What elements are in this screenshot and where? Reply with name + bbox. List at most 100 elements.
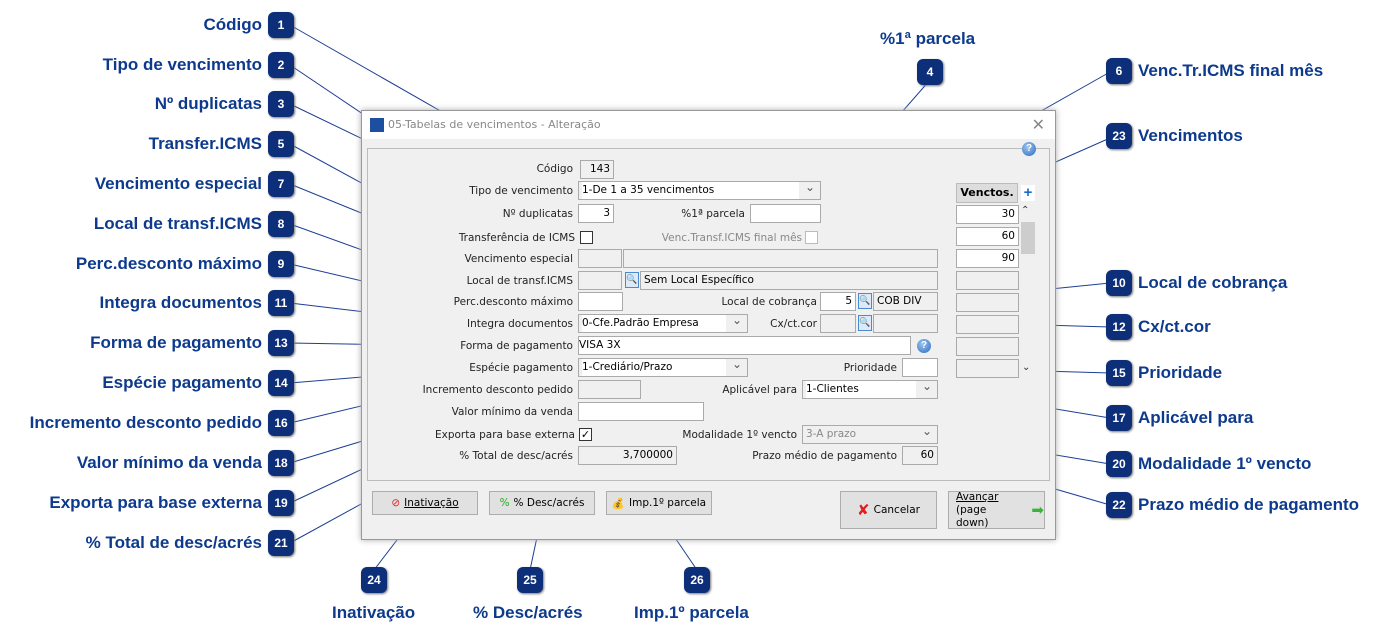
callout-badge: 5 bbox=[268, 131, 294, 157]
vencto-cell[interactable] bbox=[956, 315, 1019, 334]
callout-label: Aplicável para bbox=[1138, 408, 1254, 427]
transf-icms-checkbox[interactable] bbox=[580, 231, 593, 244]
search-icon[interactable]: 🔍 bbox=[625, 272, 639, 288]
cxct-code[interactable] bbox=[820, 314, 856, 333]
close-icon[interactable]: ✕ bbox=[1031, 115, 1045, 134]
callout-badge: 25 bbox=[517, 567, 543, 593]
duplicatas-label: Nº duplicatas bbox=[502, 208, 573, 220]
aplicavel-select[interactable]: 1-Clientes bbox=[802, 380, 938, 399]
integra-label: Integra documentos bbox=[467, 318, 573, 330]
exporta-label: Exporta para base externa bbox=[435, 429, 575, 441]
vencto-cell[interactable] bbox=[956, 271, 1019, 290]
callout-label: Integra documentos bbox=[99, 293, 262, 312]
callout-label: Local de transf.ICMS bbox=[93, 214, 262, 233]
search-icon[interactable]: 🔍 bbox=[858, 315, 872, 331]
vencto-cell[interactable]: 90 bbox=[956, 249, 1019, 268]
tipo-select[interactable]: 1-De 1 a 35 vencimentos bbox=[578, 181, 821, 200]
callout-label: Valor mínimo da venda bbox=[76, 453, 262, 472]
scroll-down-icon[interactable]: ⌄ bbox=[1022, 362, 1031, 373]
callout-badge: 7 bbox=[268, 171, 294, 197]
callout-badge: 8 bbox=[268, 211, 294, 237]
venctos-header: Venctos. bbox=[956, 183, 1018, 203]
callout-label: Cx/ct.cor bbox=[1138, 317, 1211, 336]
arrow-right-icon: ➡ bbox=[1031, 501, 1044, 519]
help-icon[interactable]: ? bbox=[917, 339, 931, 353]
integra-select[interactable]: 0-Cfe.Padrão Empresa bbox=[578, 314, 748, 333]
vencto-cell[interactable] bbox=[956, 293, 1019, 312]
callout-label: Venc.Tr.ICMS final mês bbox=[1138, 61, 1324, 80]
especie-select[interactable]: 1-Crediário/Prazo bbox=[578, 358, 748, 377]
tipo-label: Tipo de vencimento bbox=[469, 185, 573, 197]
scrollbar-thumb[interactable] bbox=[1021, 222, 1035, 254]
callout-label: % Total de desc/acrés bbox=[85, 533, 262, 552]
total-desc-label: % Total de desc/acrés bbox=[459, 450, 573, 462]
callout-badge: 10 bbox=[1106, 270, 1132, 296]
forma-input[interactable]: VISA 3X bbox=[578, 336, 911, 355]
venc-especial-code bbox=[578, 249, 622, 268]
callout-label: Transfer.ICMS bbox=[148, 134, 262, 153]
callout-badge: 2 bbox=[268, 52, 294, 78]
callout-badge: 16 bbox=[268, 410, 294, 436]
dialog-title: 05-Tabelas de vencimentos - Alteração bbox=[388, 118, 601, 131]
especie-label: Espécie pagamento bbox=[469, 362, 573, 374]
imp-parcela-button[interactable]: 💰Imp.1º parcela bbox=[606, 491, 712, 515]
money-bag-icon: 💰 bbox=[611, 497, 625, 510]
local-cobranca-code[interactable]: 5 bbox=[820, 292, 856, 311]
prazo-medio-label: Prazo médio de pagamento bbox=[752, 450, 897, 462]
callout-label: % Desc/acrés bbox=[473, 603, 583, 622]
form-group bbox=[367, 148, 1050, 481]
callout-label: Forma de pagamento bbox=[90, 333, 262, 352]
advance-button[interactable]: Avançar(page down) ➡ bbox=[948, 491, 1045, 529]
prioridade-input[interactable] bbox=[902, 358, 938, 377]
forma-label: Forma de pagamento bbox=[460, 340, 573, 352]
perc-desc-input[interactable] bbox=[578, 292, 623, 311]
codigo-label: Código bbox=[536, 163, 573, 175]
callout-badge: 19 bbox=[268, 490, 294, 516]
vencto-cell[interactable]: 30 bbox=[956, 205, 1019, 224]
callout-label: Tipo de vencimento bbox=[102, 55, 262, 74]
venc-final-mes-label: Venc.Transf.ICMS final mês bbox=[661, 232, 802, 244]
local-transf-desc: Sem Local Específico bbox=[640, 271, 938, 290]
search-icon[interactable]: 🔍 bbox=[858, 293, 872, 309]
parcela1-input[interactable] bbox=[750, 204, 821, 223]
callout-badge: 24 bbox=[361, 567, 387, 593]
vencto-cell[interactable]: 60 bbox=[956, 227, 1019, 246]
callout-label: Imp.1º parcela bbox=[634, 603, 749, 622]
callout-badge: 3 bbox=[268, 91, 294, 117]
app-icon bbox=[370, 118, 384, 132]
modalidade-select[interactable]: 3-A prazo bbox=[802, 425, 938, 444]
cancel-icon: ✘ bbox=[857, 501, 870, 519]
callout-badge: 22 bbox=[1106, 492, 1132, 518]
total-desc-field: 3,700000 bbox=[578, 446, 677, 465]
exporta-checkbox[interactable]: ✓ bbox=[579, 428, 592, 441]
callout-badge: 17 bbox=[1106, 405, 1132, 431]
callout-badge: 23 bbox=[1106, 123, 1132, 149]
scroll-up-icon[interactable]: ⌃ bbox=[1021, 205, 1030, 216]
incremento-field bbox=[578, 380, 641, 399]
duplicatas-input[interactable]: 3 bbox=[578, 204, 614, 223]
inativacao-button[interactable]: ⊘Inativação bbox=[372, 491, 478, 515]
venc-final-mes-checkbox[interactable] bbox=[805, 231, 818, 244]
cxct-label: Cx/ct.cor bbox=[770, 318, 817, 330]
callout-label: Local de cobrança bbox=[1138, 273, 1288, 292]
vencto-cell[interactable] bbox=[956, 337, 1019, 356]
callout-label: Vencimento especial bbox=[94, 174, 262, 193]
callout-badge: 11 bbox=[268, 290, 294, 316]
callout-badge: 14 bbox=[268, 370, 294, 396]
callout-badge: 6 bbox=[1106, 58, 1132, 84]
vencto-cell[interactable] bbox=[956, 359, 1019, 378]
parcela1-label: %1ª parcela bbox=[681, 208, 745, 220]
callout-badge: 13 bbox=[268, 330, 294, 356]
valor-min-input[interactable] bbox=[578, 402, 704, 421]
help-icon[interactable]: ? bbox=[1022, 142, 1036, 156]
venc-especial-label: Vencimento especial bbox=[464, 253, 574, 265]
callout-badge: 1 bbox=[268, 12, 294, 38]
percent-icon: % bbox=[499, 497, 510, 509]
desc-acres-button[interactable]: %% Desc/acrés bbox=[489, 491, 595, 515]
local-transf-code bbox=[578, 271, 622, 290]
add-vencto-button[interactable]: + bbox=[1021, 185, 1035, 201]
callout-badge: 26 bbox=[684, 567, 710, 593]
prazo-medio-field: 60 bbox=[902, 446, 938, 465]
cancel-button[interactable]: ✘Cancelar bbox=[840, 491, 937, 529]
callout-badge: 9 bbox=[268, 251, 294, 277]
